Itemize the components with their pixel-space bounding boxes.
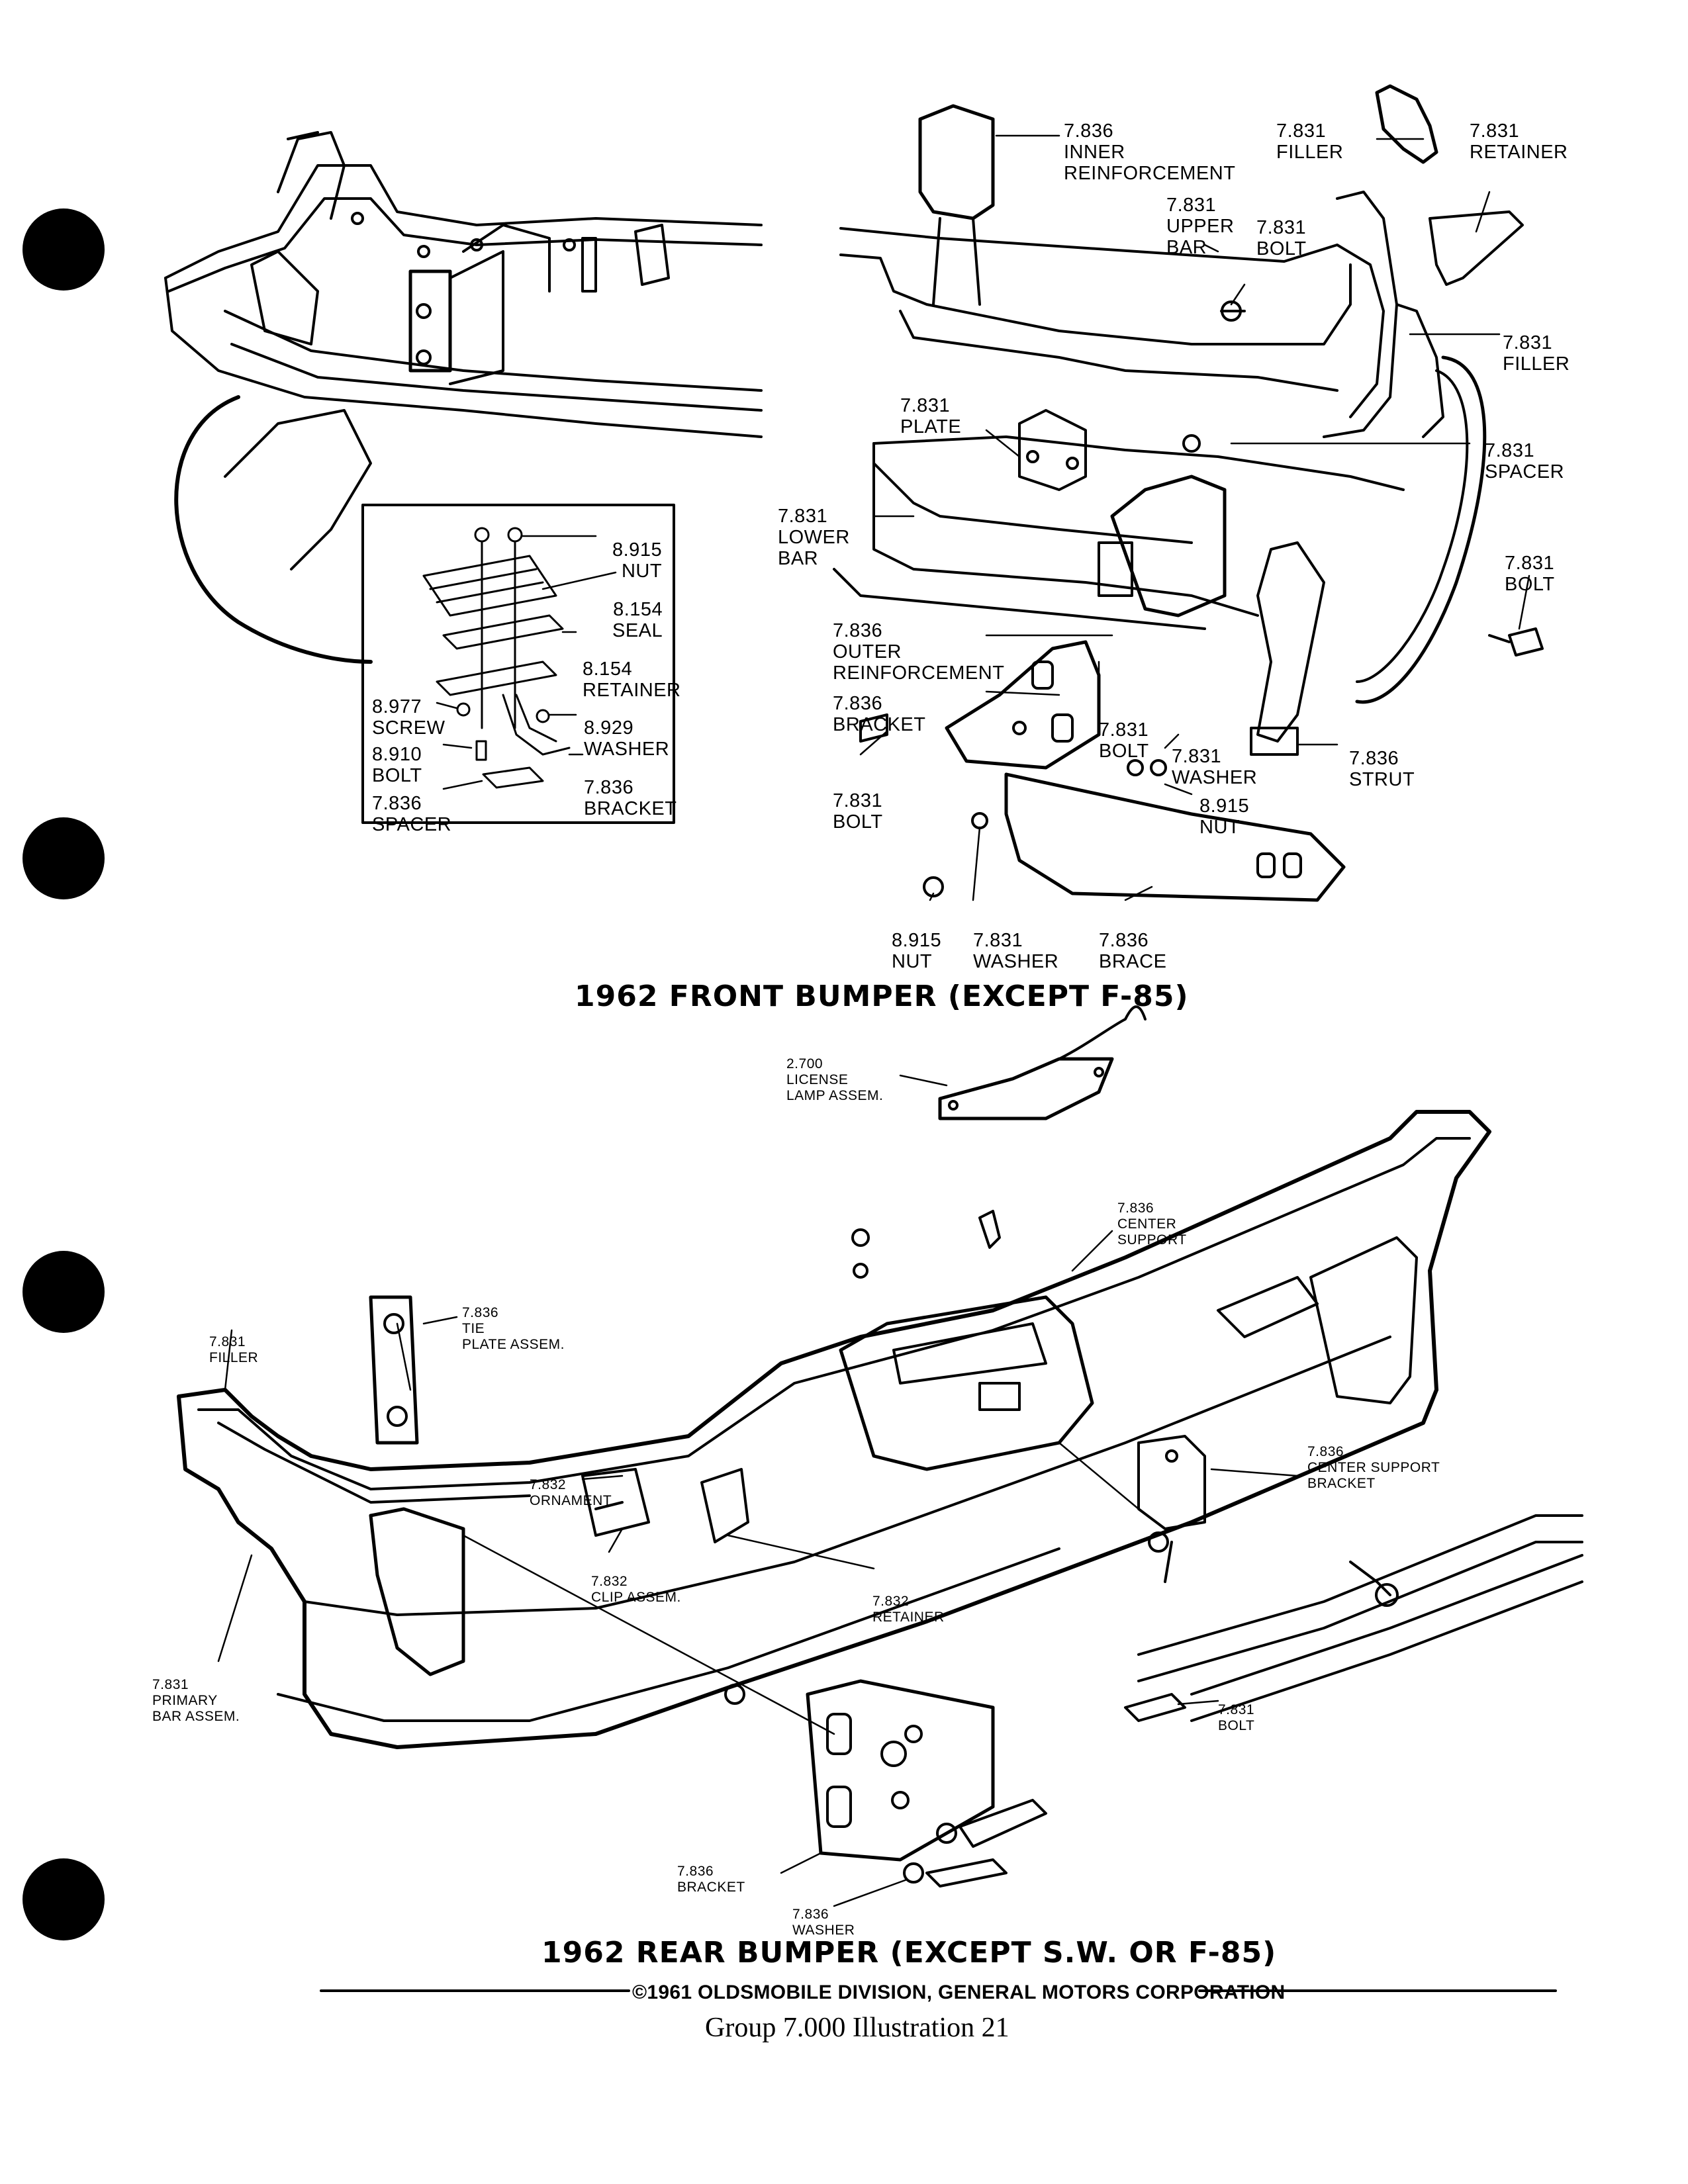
- binder-hole-1: [23, 208, 105, 291]
- inset-exploded-parts: [422, 527, 571, 789]
- front-exploded-view: [833, 84, 1544, 902]
- binder-hole-3: [23, 1251, 105, 1333]
- front-leader-lines: [859, 134, 1530, 901]
- rear-leader-lines: [217, 1074, 1299, 1907]
- inset-leader-lines: [436, 535, 617, 790]
- front-bumper-title: 1962 FRONT BUMPER (EXCEPT F-85): [575, 979, 1189, 1013]
- binder-hole-2: [23, 817, 105, 899]
- rear-bumper-view: [177, 1005, 1583, 1888]
- rear-bumper-title: 1962 REAR BUMPER (EXCEPT S.W. OR F-85): [541, 1936, 1277, 1970]
- front-perspective-view: [164, 131, 763, 824]
- copyright-line: ©1961 OLDSMOBILE DIVISION, GENERAL MOTOR…: [632, 1981, 1286, 2003]
- group-illustration-number: Group 7.000 Illustration 21: [705, 2013, 1009, 2043]
- binder-hole-4: [23, 1858, 105, 1940]
